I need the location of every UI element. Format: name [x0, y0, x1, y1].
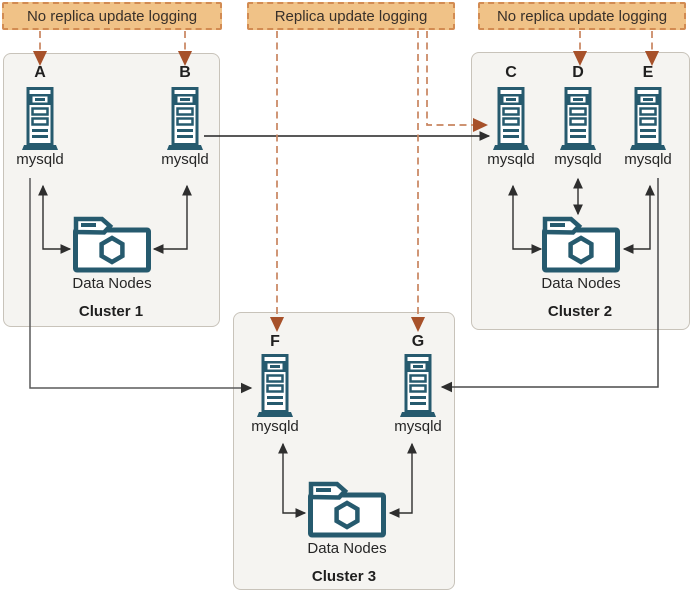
- mysqld-label-d: mysqld: [554, 151, 602, 168]
- server-label-a: A: [34, 64, 46, 81]
- server-label-g: G: [411, 333, 425, 350]
- annotation-no-replica-update-logging-left: No replica update logging: [2, 2, 222, 30]
- server-icon-f: [257, 354, 293, 417]
- server-label-e: E: [642, 64, 654, 81]
- annotation-replica-update-logging: Replica update logging: [247, 2, 455, 30]
- data-nodes-folder-icon-cluster-2: [542, 216, 620, 273]
- cluster-2-title: Cluster 2: [547, 303, 613, 320]
- mysqld-label-a: mysqld: [16, 151, 64, 168]
- server-label-c: C: [505, 64, 517, 81]
- cluster-1-title: Cluster 1: [78, 303, 144, 320]
- mysqld-label-b: mysqld: [161, 151, 209, 168]
- data-nodes-label-cluster-2: Data Nodes: [541, 275, 621, 292]
- cluster-3-title: Cluster 3: [311, 568, 377, 585]
- server-label-d: D: [572, 64, 584, 81]
- server-icon-b: [167, 87, 203, 150]
- data-nodes-label-cluster-3: Data Nodes: [307, 540, 387, 557]
- server-icon-g: [400, 354, 436, 417]
- server-icon-e: [630, 87, 666, 150]
- mysqld-label-e: mysqld: [624, 151, 672, 168]
- server-label-b: B: [179, 64, 191, 81]
- server-icon-c: [493, 87, 529, 150]
- mysqld-label-g: mysqld: [394, 418, 442, 435]
- data-nodes-folder-icon-cluster-1: [73, 216, 151, 273]
- data-nodes-folder-icon-cluster-3: [308, 481, 386, 538]
- mysqld-label-f: mysqld: [251, 418, 299, 435]
- server-icon-a: [22, 87, 58, 150]
- annotation-no-replica-update-logging-right: No replica update logging: [478, 2, 686, 30]
- server-icon-d: [560, 87, 596, 150]
- mysqld-label-c: mysqld: [487, 151, 535, 168]
- server-label-f: F: [270, 333, 280, 350]
- data-nodes-label-cluster-1: Data Nodes: [72, 275, 152, 292]
